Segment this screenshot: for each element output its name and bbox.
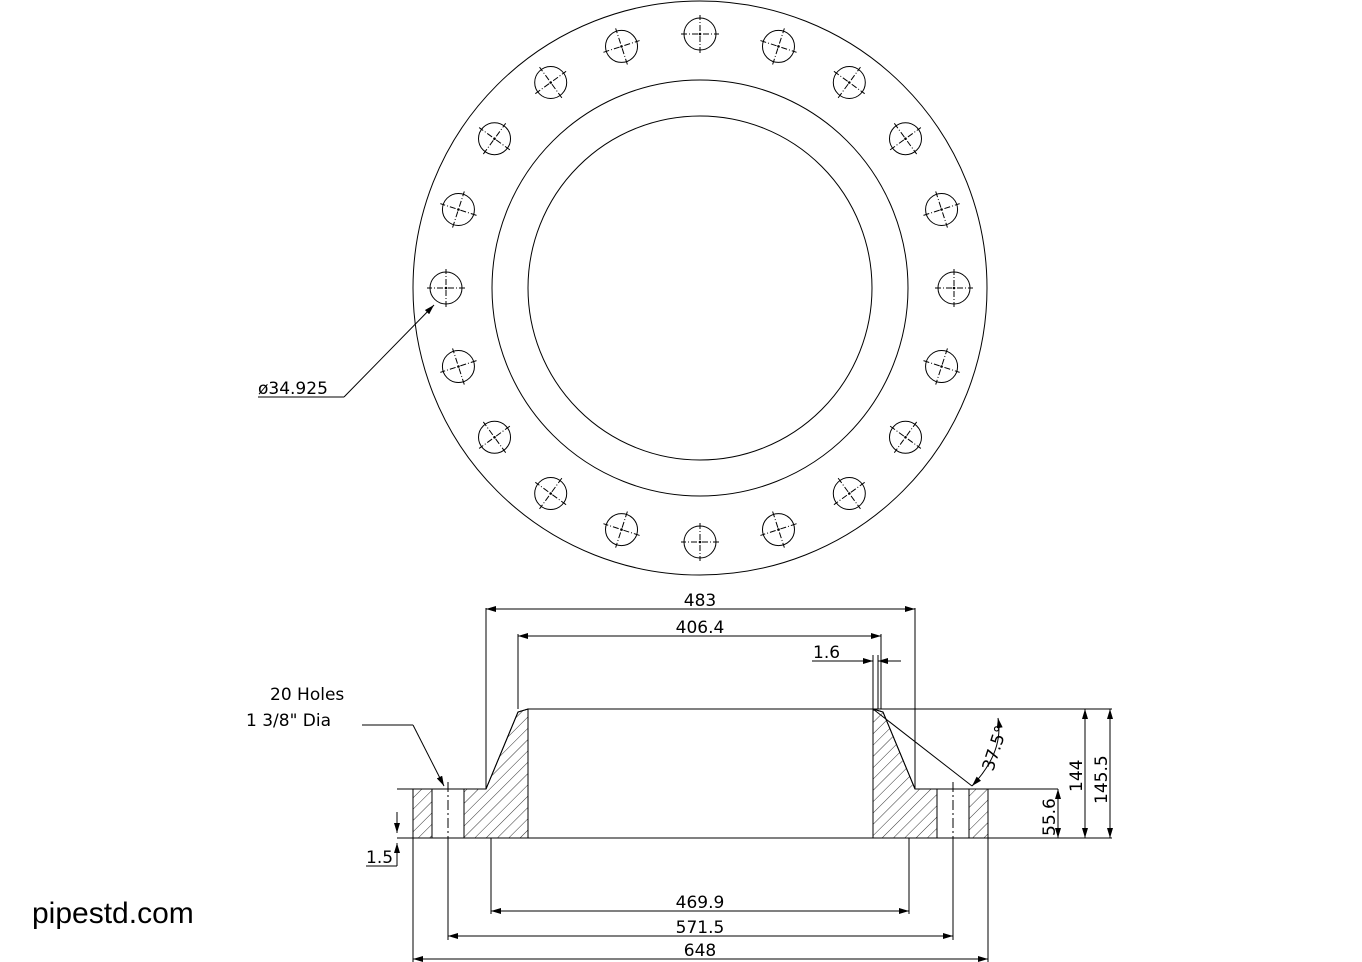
brand-watermark: pipestd.com [32,897,194,930]
bolt-hole [935,269,973,307]
bolt-hole [534,66,568,100]
dim-145-label: 145.5 [1092,755,1112,804]
dim-55-label: 55.6 [1040,798,1060,836]
dim-571-label: 571.5 [676,918,725,938]
bolt-hole [888,420,922,454]
bolt-hole [534,476,568,510]
hole-dia-label: ø34.925 [258,379,328,399]
hatch-right-outer [968,788,989,839]
bore-circle [527,115,873,461]
bolt-hole [478,420,512,454]
hatch-right-hub [872,708,938,839]
bevel-reference-line [872,708,973,787]
bolt-hole [760,511,797,548]
bolt-hole [440,348,477,385]
flange-outer-circle [412,0,988,576]
raised-face-circle [491,79,909,497]
bevel-angle-label: 37.5° [979,723,1012,773]
bolt-hole [681,523,719,561]
bolt-hole [832,476,866,510]
bolt-hole [888,122,922,156]
bolt-hole [603,511,640,548]
hole-dia-leader [343,304,435,398]
holes-note-line2: 1 3/8" Dia [246,711,331,731]
dim-483-label: 483 [684,591,716,611]
dim-469-label: 469.9 [676,893,725,913]
bolt-hole [832,66,866,100]
bolt-hole [478,122,512,156]
top-view: ø34.925 [258,0,988,576]
bolt-hole [603,28,640,65]
bolt-hole [760,28,797,65]
bolt-hole [923,348,960,385]
holes-note-line1: 20 Holes [270,685,344,705]
section-view: 483 406.4 1.6 20 Holes 1 3/8" Dia 37.5° … [246,591,1113,962]
bolt-hole [427,269,465,307]
bolt-hole [681,15,719,53]
hatch-left-hub [463,708,529,839]
bolt-hole [923,191,960,228]
holes-note-leader [412,724,445,787]
bolt-hole [440,191,477,228]
dim-648-label: 648 [684,941,716,961]
dim-1-5-label: 1.5 [366,848,393,868]
dim-406-label: 406.4 [676,618,725,638]
dim-1-6-label: 1.6 [813,643,840,663]
hatch-left-outer [412,788,433,839]
dim-144-label: 144 [1067,760,1087,792]
bevel-angle-arc [971,717,1003,787]
bolt-hole-group [427,15,973,561]
